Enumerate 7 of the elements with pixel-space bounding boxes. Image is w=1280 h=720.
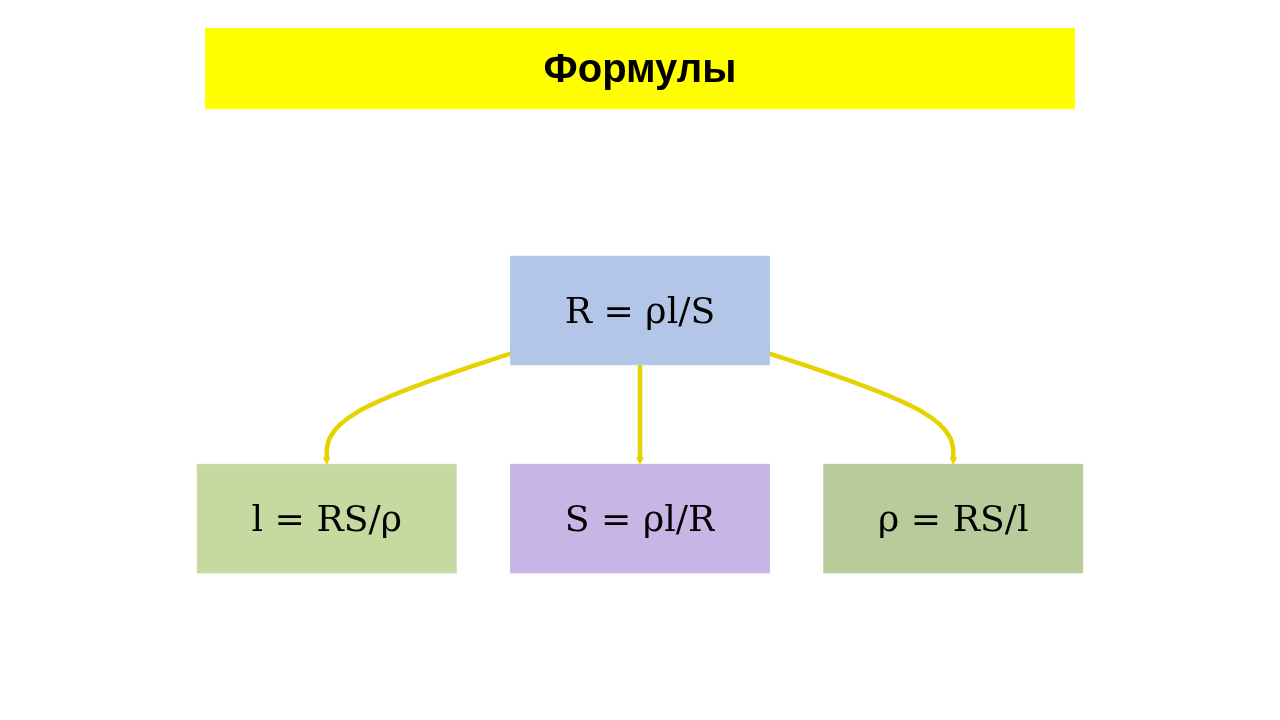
- node-box: R = ρl/S: [510, 255, 770, 366]
- arrow: [636, 364, 644, 465]
- arrow: [322, 351, 512, 465]
- arrow: [768, 351, 958, 465]
- node-box: l = RS/ρ: [196, 463, 457, 574]
- title-banner: Формулы: [205, 28, 1075, 109]
- node-box: ρ = RS/l: [823, 463, 1084, 574]
